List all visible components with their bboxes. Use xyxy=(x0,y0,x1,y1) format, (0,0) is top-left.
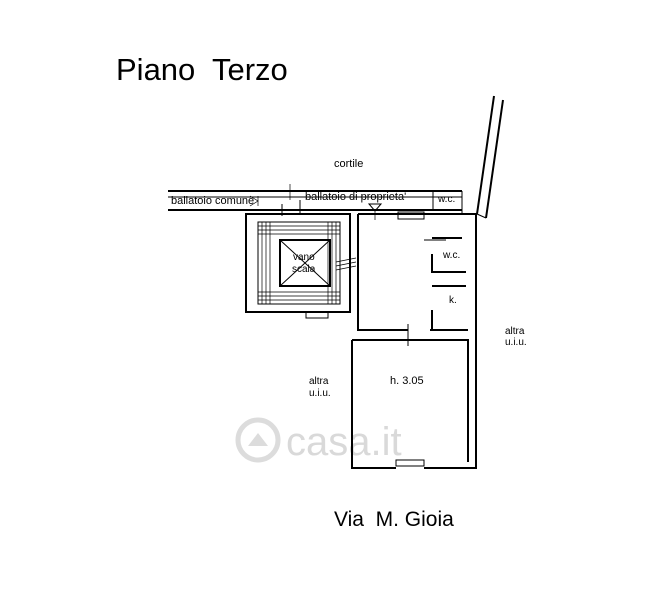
label-ballatoio-comune: ballatoio comune xyxy=(171,195,254,207)
label-uiu-right: u.i.u. xyxy=(505,337,527,348)
label-altra-left: altra xyxy=(309,376,329,387)
label-altra-right: altra xyxy=(505,326,525,337)
courtyard-wall xyxy=(462,95,504,219)
label-height: h. 3.05 xyxy=(390,375,424,387)
label-cortile: cortile xyxy=(334,158,363,170)
staircase xyxy=(245,200,357,319)
watermark: casa.it xyxy=(235,417,402,464)
page-title: Piano Terzo xyxy=(116,52,288,87)
street-label: Via M. Gioia xyxy=(334,508,454,531)
label-kitchen: k. xyxy=(449,295,457,306)
label-wc-inner: w.c. xyxy=(442,250,460,261)
watermark-logo-icon xyxy=(235,417,281,463)
label-scala: scala xyxy=(292,264,316,275)
balcony-strip xyxy=(168,184,463,220)
label-wc-balcony: w.c. xyxy=(437,194,455,205)
watermark-text: casa.it xyxy=(286,420,402,464)
apartment xyxy=(351,211,477,469)
label-uiu-left: u.i.u. xyxy=(309,388,331,399)
label-vano: vano xyxy=(293,252,315,263)
label-ballatoio-proprieta: ballatoio di proprieta' xyxy=(305,191,406,203)
